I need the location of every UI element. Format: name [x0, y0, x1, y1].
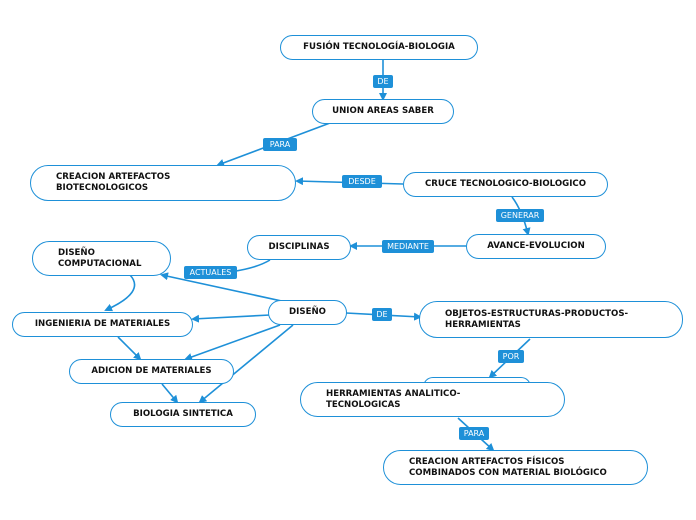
link-ingenieria-adicion — [117, 336, 142, 361]
node-adicion-de-materiales[interactable]: ADICION DE MATERIALES — [69, 359, 234, 384]
node-label: OBJETOS-ESTRUCTURAS-PRODUCTOS-HERRAMIENT… — [445, 308, 629, 330]
label-de-diseno-objetos: DE — [372, 308, 392, 321]
node-label: INGENIERIA DE MATERIALES — [34, 319, 171, 330]
node-label: DISEÑO — [289, 307, 326, 318]
node-label: CREACION ARTEFACTOS BIOTECNOLOGICOS — [56, 172, 171, 193]
label-generar-cruce-avance: GENERAR — [496, 209, 544, 222]
label-mediante-avance-disciplinas: MEDIANTE — [382, 240, 434, 253]
label-desde-cruce-creacion: DESDE — [342, 175, 382, 188]
node-label: BIOLOGIA SINTETICA — [133, 409, 233, 420]
node-label: DISEÑO COMPUTACIONAL — [58, 247, 142, 269]
node-label: ADICION DE MATERIALES — [91, 366, 212, 377]
node-label: DISCIPLINAS — [268, 242, 330, 253]
node-herramientas-analitico-tecnologicas[interactable]: HERRAMIENTAS ANALITICO-TECNOLOGICAS — [300, 382, 565, 417]
node-label: CREACION ARTEFACTOS FÍSICOS COMBINADOS C… — [409, 456, 607, 478]
node-biologia-sintetica[interactable]: BIOLOGIA SINTETICA — [110, 402, 256, 427]
link-diseno-adicion — [184, 324, 281, 361]
link-adicion-biologia — [161, 383, 179, 404]
node-label: AVANCE-EVOLUCION — [487, 241, 585, 252]
node-label: FUSIÓN TECNOLOGÍA-BIOLOGIA — [303, 42, 455, 53]
label-por-objetos-herramientas: POR — [498, 350, 524, 363]
link-diseno-ingenieria — [191, 314, 271, 323]
node-fusion-tecnologia-biologia[interactable]: FUSIÓN TECNOLOGÍA-BIOLOGIA — [280, 35, 478, 60]
node-label: UNION AREAS SABER — [332, 106, 434, 117]
node-creacion-artefactos-biotecnologicos[interactable]: CREACION ARTEFACTOS BIOTECNOLOGICOS — [30, 165, 296, 201]
node-ingenieria-de-materiales[interactable]: INGENIERIA DE MATERIALES — [12, 312, 193, 337]
label-para-herramientas-creacion: PARA — [459, 427, 489, 440]
node-diseno-computacional[interactable]: DISEÑO COMPUTACIONAL — [32, 241, 171, 276]
node-creacion-artefactos-fisicos[interactable]: CREACION ARTEFACTOS FÍSICOS COMBINADOS C… — [383, 450, 648, 485]
node-disciplinas[interactable]: DISCIPLINAS — [247, 235, 351, 260]
link-diseno-biologia — [198, 324, 294, 404]
node-label: HERRAMIENTAS ANALITICO-TECNOLOGICAS — [326, 388, 461, 410]
node-diseno[interactable]: DISEÑO — [268, 300, 347, 325]
node-objetos-estructuras-productos-herramientas[interactable]: OBJETOS-ESTRUCTURAS-PRODUCTOS-HERRAMIENT… — [419, 301, 683, 338]
label-para-union-creacion: PARA — [263, 138, 297, 151]
link-computacional-ingenieria — [104, 274, 136, 312]
label-actuales-disciplinas-diseno: ACTUALES — [184, 266, 237, 279]
node-union-areas-saber[interactable]: UNION AREAS SABER — [312, 99, 454, 124]
label-de-fusion-union: DE — [373, 75, 393, 88]
node-avance-evolucion[interactable]: AVANCE-EVOLUCION — [466, 234, 606, 259]
node-cruce-tecnologico-biologico[interactable]: CRUCE TECNOLOGICO-BIOLOGICO — [403, 172, 608, 197]
node-label: CRUCE TECNOLOGICO-BIOLOGICO — [424, 179, 587, 190]
